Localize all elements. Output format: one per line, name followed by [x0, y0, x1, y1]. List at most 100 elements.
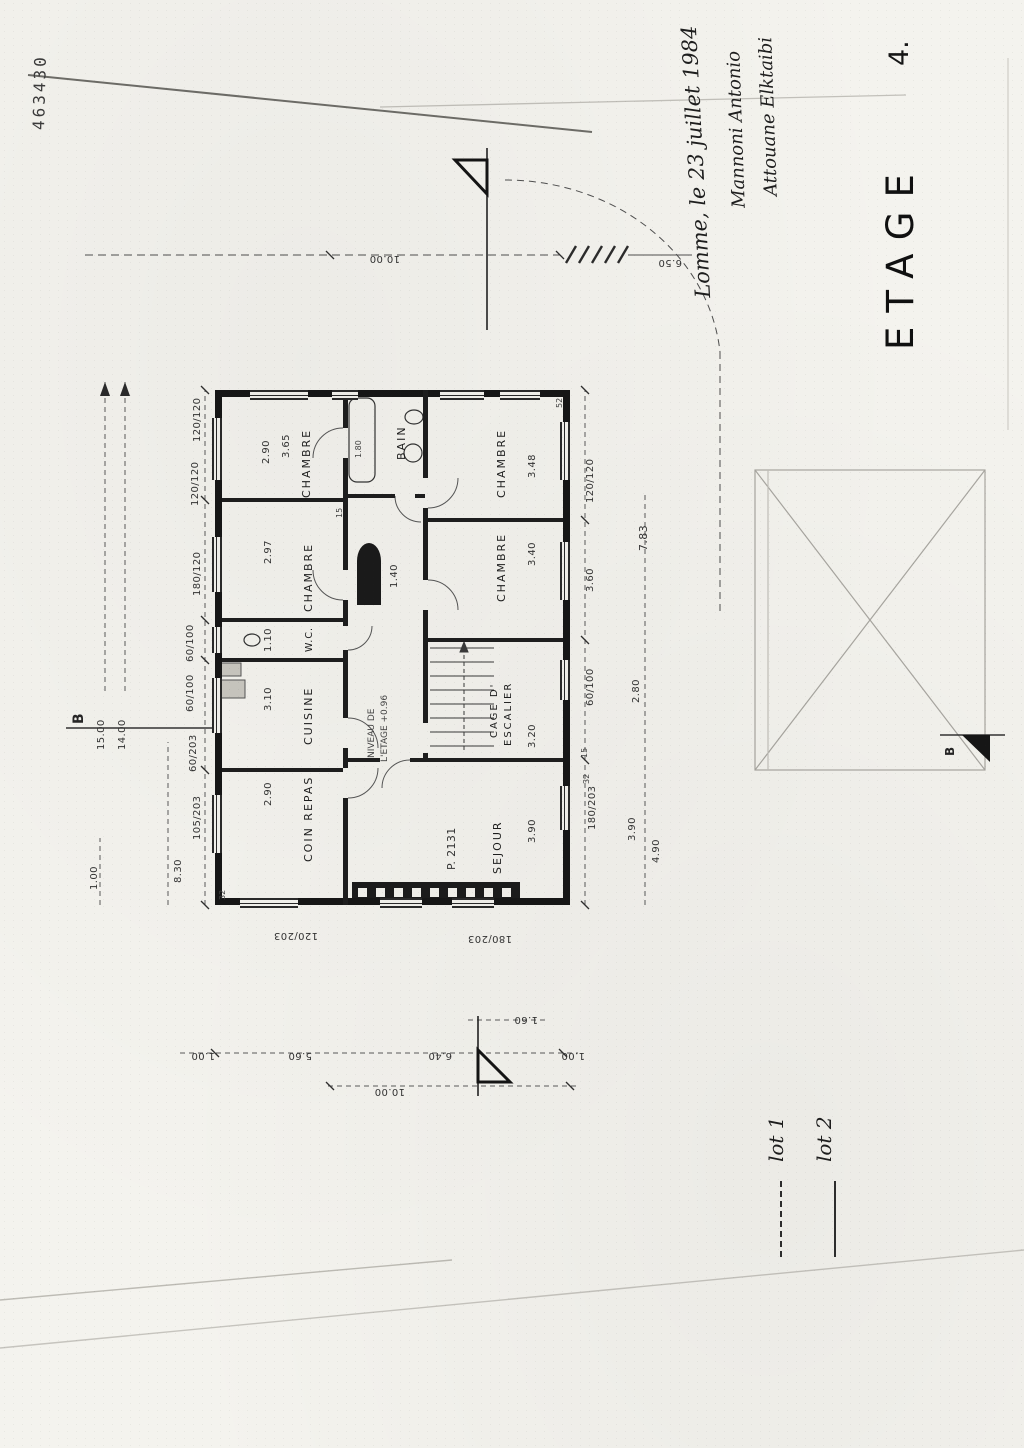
- window: [212, 795, 222, 853]
- dim-label: 15.00: [96, 719, 107, 750]
- window: [212, 537, 222, 592]
- section-marker-a-left: [476, 1016, 514, 1096]
- window-spec: 120/120: [585, 458, 596, 503]
- partition-wall: [222, 498, 343, 502]
- room-dim: 3.10: [263, 687, 274, 711]
- window-spec: 120/120: [190, 461, 201, 506]
- wall-thickness: 15: [335, 507, 344, 518]
- sheet-artifact-lines: [0, 58, 1024, 1349]
- legend-lot1-label: lot 1: [764, 1116, 788, 1162]
- window-spec: 105/203: [192, 795, 203, 840]
- room-dim: 3.40: [527, 542, 538, 566]
- dimension-arrows: [100, 382, 130, 396]
- partition-wall: [222, 658, 343, 662]
- room-dim: 1.10: [263, 628, 274, 652]
- partition-wall: [410, 758, 563, 762]
- room-label-wc: W.C.: [304, 627, 315, 652]
- partition-wall: [423, 390, 428, 478]
- corridor-dim: 1.40: [389, 564, 400, 588]
- window: [560, 422, 570, 480]
- bathtub-dim: 1.80: [354, 440, 363, 458]
- room-label-chambre: CHAMBRE: [300, 428, 313, 498]
- room-label-chambre: CHAMBRE: [302, 542, 315, 612]
- room-dim: 3.90: [527, 819, 538, 843]
- room-dim: 3.20: [527, 724, 538, 748]
- window: [240, 898, 298, 908]
- partition-wall: [428, 638, 563, 642]
- dim-label: 6.50: [658, 257, 682, 268]
- bathtub: [348, 397, 376, 483]
- window-spec: 120/120: [192, 397, 203, 442]
- dim-label: 8.30: [173, 859, 184, 883]
- level-note: NIVEAU DE: [367, 708, 377, 758]
- kitchen-fixtures: [218, 662, 246, 699]
- dim-label: 15: [580, 747, 589, 758]
- legend-lot1-line: [780, 1181, 782, 1257]
- room-dim: 3.48: [527, 454, 538, 478]
- window-spec: 60/100: [585, 668, 596, 706]
- room-label-chambre: CHAMBRE: [495, 428, 508, 498]
- door-spec: 120/203: [273, 930, 318, 941]
- dim-label: 10.00: [374, 1086, 405, 1097]
- dim-label: 1.60: [514, 1014, 538, 1025]
- window: [212, 627, 222, 653]
- wall-thickness: 52: [555, 397, 564, 408]
- window-spec: 60/100: [185, 674, 196, 712]
- partition-wall: [343, 650, 348, 718]
- dim-label: 7.83: [637, 524, 650, 551]
- section-marker-b-bottom: [940, 734, 1005, 762]
- window: [250, 390, 308, 400]
- section-marker-a-right: [451, 148, 489, 330]
- room-label-cuisine: CUISINE: [302, 686, 315, 745]
- partition-wall: [348, 494, 395, 498]
- partition-wall: [423, 753, 428, 760]
- dim-label: 5.60: [288, 1050, 312, 1061]
- annex-outline: [754, 469, 986, 771]
- room-dim: 2.97: [263, 540, 274, 564]
- staircase: [430, 640, 494, 750]
- kitchen-stove: [220, 662, 242, 677]
- window: [500, 390, 540, 400]
- dim-label: 6.40: [428, 1050, 452, 1061]
- dim-label: 1.00: [561, 1050, 585, 1061]
- door-arcs: [312, 427, 459, 799]
- balcony-door: [452, 898, 494, 908]
- partition-wall: [348, 758, 380, 762]
- legend-lot2-line: [834, 1181, 836, 1257]
- window: [332, 390, 358, 400]
- room-label-sejour: SEJOUR: [491, 820, 504, 874]
- window-spec: 180/120: [192, 551, 203, 596]
- section-letter-b: B: [943, 746, 957, 756]
- partition-wall: [428, 518, 563, 522]
- room-dim: 2.90: [261, 440, 272, 464]
- dimension-ticks: [200, 250, 590, 1091]
- wall-thickness: 32: [218, 889, 227, 900]
- room-dim: 2.90: [263, 782, 274, 806]
- room-label-coin-repas: COIN REPAS: [302, 775, 315, 862]
- window: [560, 660, 570, 700]
- dim-label: 14.00: [117, 719, 128, 750]
- window: [440, 390, 484, 400]
- dim-label: 10.00: [369, 253, 400, 264]
- balcony: [352, 882, 520, 902]
- rounded-wall-stub: [357, 543, 381, 605]
- partition-wall: [343, 798, 348, 905]
- level-note: L'ETAGE +0.96: [380, 694, 390, 762]
- room-label-bain: BAIN: [395, 425, 408, 460]
- window: [560, 786, 570, 830]
- partition-wall: [423, 610, 428, 723]
- legend-lot2-label: lot 2: [812, 1116, 836, 1162]
- dim-label: 4.90: [651, 839, 662, 863]
- window: [212, 418, 222, 480]
- sheet-number: 4.: [884, 40, 915, 66]
- dim-label: 1.00: [191, 1050, 215, 1061]
- window-spec: 180/203: [587, 785, 598, 830]
- wc-toilet: [243, 633, 261, 647]
- dim-label: 3.90: [627, 817, 638, 841]
- window-spec: 60/203: [188, 734, 199, 772]
- room-dim: 3.65: [281, 434, 292, 458]
- stamp-number: 463430: [29, 53, 50, 131]
